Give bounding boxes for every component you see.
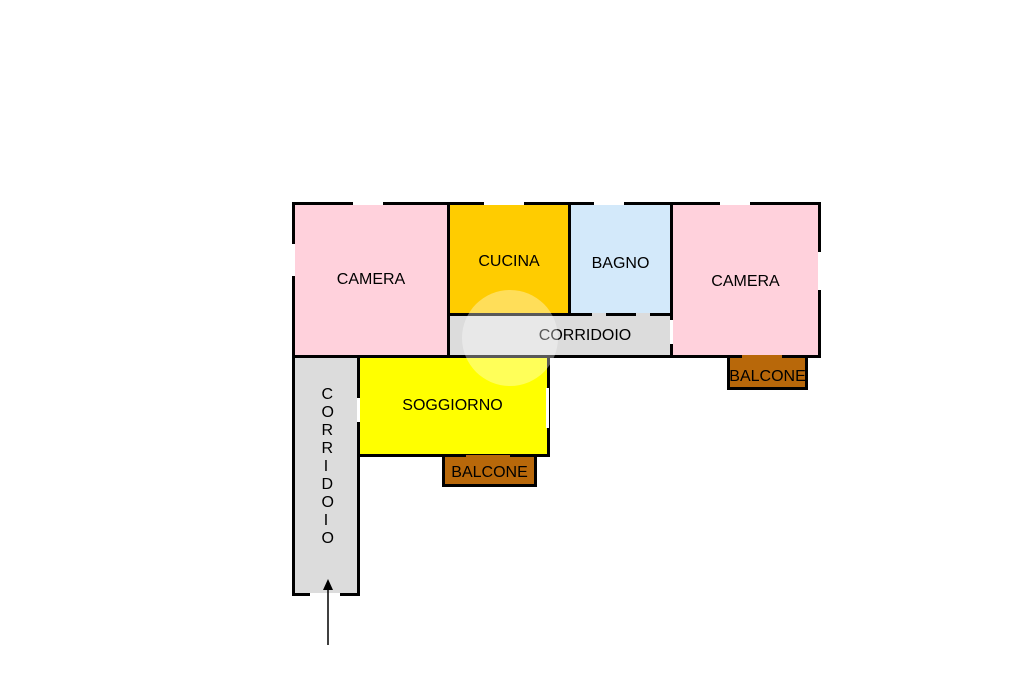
door-opening	[353, 202, 383, 205]
door-opening	[484, 202, 524, 205]
room-label: SOGGIORNO	[402, 397, 503, 414]
door-opening	[466, 455, 510, 458]
watermark-logo	[462, 290, 558, 386]
door-opening	[310, 593, 340, 596]
room-label: CORRIDOIO	[538, 326, 632, 344]
door-opening	[742, 355, 782, 358]
room-bagno: BAGNO	[568, 202, 673, 316]
room-label: CAMERA	[711, 273, 780, 290]
room-label: CUCINA	[478, 253, 540, 270]
room-label: CAMERA	[336, 271, 406, 288]
door-opening	[292, 244, 295, 276]
door-opening	[592, 313, 606, 316]
room-label: BALCONE	[729, 367, 806, 385]
room-camera-left: CAMERA	[292, 202, 450, 358]
door-opening	[670, 320, 673, 344]
door-opening	[357, 398, 360, 422]
door-opening	[818, 252, 821, 290]
room-label: BAGNO	[591, 255, 650, 272]
door-opening	[594, 202, 624, 205]
room-label: BALCONE	[451, 463, 528, 481]
room-corridoio-horizontal: CORRIDOIO	[447, 313, 673, 358]
door-opening	[720, 202, 750, 205]
door-opening	[546, 388, 549, 428]
room-corridoio-vertical: CORRIDOIO	[292, 355, 360, 596]
door-opening	[636, 313, 650, 316]
